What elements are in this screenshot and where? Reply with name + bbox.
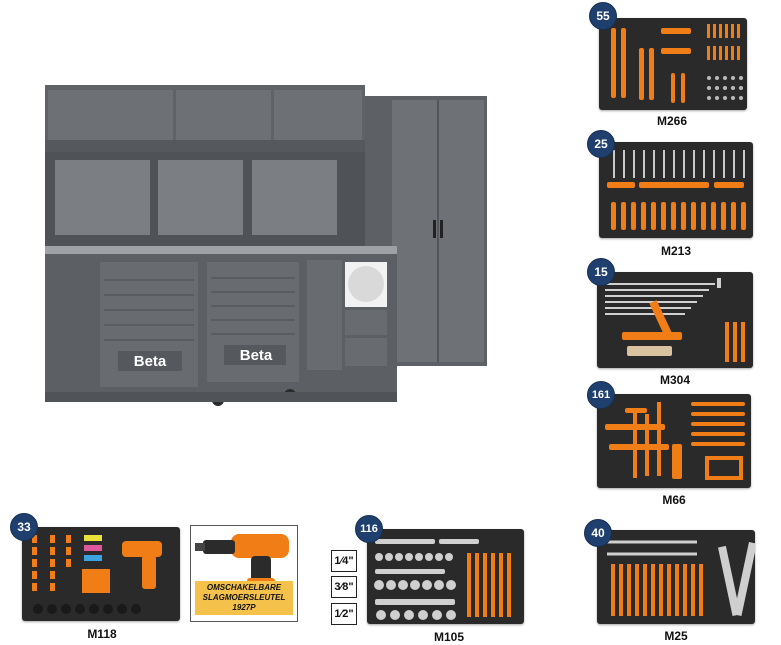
drive-size-three-eighths: 3⁄8" (331, 576, 357, 598)
t-handle-screwdriver-set-image (605, 402, 745, 480)
workshop-furniture-illustration: Beta Beta (45, 85, 487, 406)
promo-caption-line: 1927P (232, 603, 256, 612)
tray-m25[interactable] (597, 530, 755, 624)
tray-count-badge: 33 (10, 513, 38, 541)
tray-count-badge: 116 (355, 515, 383, 543)
impact-wrench-image (195, 534, 289, 586)
tray-m105[interactable] (367, 529, 524, 624)
tray-count-badge: 161 (587, 381, 615, 409)
impact-socket-set-image (32, 535, 162, 614)
tray-m66[interactable] (597, 394, 751, 488)
tray-count-badge: 40 (584, 519, 612, 547)
tray-m213[interactable] (599, 142, 753, 238)
tray-code-label: M118 (87, 627, 117, 641)
tray-code-label: M266 (656, 114, 688, 128)
tray-code-label: M213 (660, 244, 692, 258)
tray-m304[interactable] (597, 272, 753, 368)
pliers-set-image (611, 24, 743, 103)
hex-key-hammer-set-image (605, 278, 745, 362)
tray-count-badge: 25 (587, 130, 615, 158)
tray-code-label: M304 (659, 373, 691, 387)
tray-code-label: M66 (662, 493, 686, 507)
tray-count-badge: 55 (589, 2, 617, 30)
tray-code-label: M105 (433, 630, 465, 644)
drive-size-half: 1⁄2" (331, 603, 357, 625)
socket-wrench-set-image (374, 539, 511, 620)
promo-caption-line: OMSCHAKELBARE (206, 583, 282, 592)
tray-code-label: M25 (664, 629, 688, 643)
tray-count-badge: 15 (587, 258, 615, 286)
svg-text:Beta: Beta (134, 353, 167, 370)
screwdriver-set-image (607, 150, 746, 230)
impact-wrench-promo[interactable]: OMSCHAKELBARE SLAGMOERSLEUTEL 1927P (190, 525, 298, 622)
tray-m118[interactable] (22, 527, 180, 621)
drive-size-quarter: 1⁄4" (331, 550, 357, 572)
tray-m266[interactable] (599, 18, 747, 110)
spanner-set-image (607, 540, 755, 617)
promo-caption-line: SLAGMOERSLEUTEL (202, 593, 286, 602)
svg-text:Beta: Beta (240, 347, 273, 364)
promo-caption: OMSCHAKELBARE SLAGMOERSLEUTEL 1927P (195, 581, 293, 615)
